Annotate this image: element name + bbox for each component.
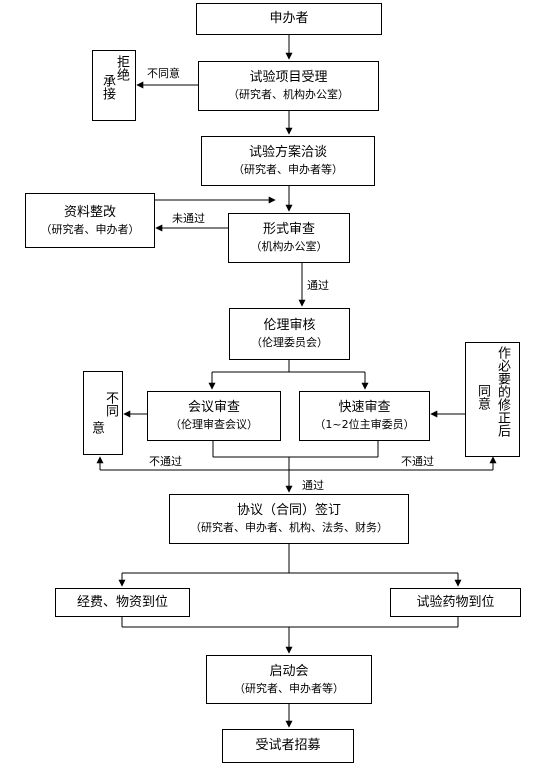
- node-meeting: 会议审查 （伦理审查会议）: [147, 391, 281, 441]
- label-disagree-top: 不同意: [147, 67, 180, 80]
- node-revise: [465, 342, 520, 457]
- node-ethics: 伦理审核 （伦理委员会）: [229, 308, 350, 360]
- label-passed-1: 通过: [307, 279, 329, 292]
- node-meeting-sub: （伦理审查会议）: [170, 418, 258, 431]
- node-revise-col1: 作必要的修正后: [495, 346, 510, 437]
- node-kickoff-sub: （研究者、申办者等）: [234, 681, 344, 695]
- node-ethics-sub: （伦理委员会）: [251, 336, 328, 349]
- node-disagree-col1: 不同: [103, 391, 118, 417]
- label-not-passed-right: 不通过: [401, 455, 434, 468]
- node-meeting-title: 会议审查: [187, 400, 240, 415]
- node-formal-sub: （机构办公室）: [250, 240, 328, 253]
- node-recruit: 受试者招募: [222, 729, 354, 763]
- node-drugs-title: 试验药物到位: [416, 594, 495, 610]
- node-disagree-col2: 意: [89, 421, 104, 434]
- node-kickoff-title: 启动会: [269, 663, 309, 679]
- node-formal: 形式审查 （机构办公室）: [228, 213, 350, 263]
- node-reject: [92, 50, 136, 121]
- node-agreement: 协议（合同）签订 （研究者、申办者、机构、法务、财务）: [169, 494, 409, 544]
- node-accept-sub: （研究者、机构办公室）: [228, 88, 349, 101]
- node-fast: 快速审查 （1~2位主审委员）: [299, 391, 430, 441]
- label-not-passed-left: 不通过: [149, 455, 182, 468]
- node-drugs: 试验药物到位: [390, 588, 521, 617]
- node-accept-title: 试验项目受理: [249, 70, 328, 85]
- node-kickoff: 启动会 （研究者、申办者等）: [206, 655, 372, 704]
- node-plan-title: 试验方案洽谈: [248, 145, 327, 160]
- node-sponsor-title: 申办者: [269, 11, 309, 26]
- node-sponsor: 申办者: [196, 3, 382, 35]
- node-fast-sub: （1~2位主审委员）: [314, 418, 415, 431]
- node-plan: 试验方案洽谈 （研究者、申办者等）: [201, 136, 375, 186]
- node-agreement-title: 协议（合同）签订: [236, 503, 341, 518]
- node-fast-title: 快速审查: [338, 400, 391, 415]
- node-accept: 试验项目受理 （研究者、机构办公室）: [198, 61, 379, 111]
- node-funds-title: 经费、物资到位: [76, 594, 168, 610]
- node-reject-col1: 拒绝: [114, 55, 129, 81]
- node-revise-col2: 同意: [475, 384, 490, 410]
- node-formal-title: 形式审查: [262, 222, 315, 237]
- node-material: 资料整改 （研究者、申办者）: [25, 193, 155, 248]
- node-ethics-title: 伦理审核: [263, 318, 316, 333]
- node-funds: 经费、物资到位: [55, 588, 190, 617]
- node-material-title: 资料整改: [63, 204, 116, 220]
- node-reject-col2: 承接: [100, 74, 115, 100]
- label-passed-2: 通过: [302, 479, 324, 492]
- node-recruit-title: 受试者招募: [255, 738, 321, 753]
- node-plan-sub: （研究者、申办者等）: [233, 163, 343, 176]
- node-agreement-sub: （研究者、申办者、机构、法务、财务）: [190, 521, 388, 534]
- node-disagree: [83, 371, 123, 455]
- label-not-passed-1: 未通过: [172, 212, 205, 225]
- node-material-sub: （研究者、申办者）: [40, 222, 140, 236]
